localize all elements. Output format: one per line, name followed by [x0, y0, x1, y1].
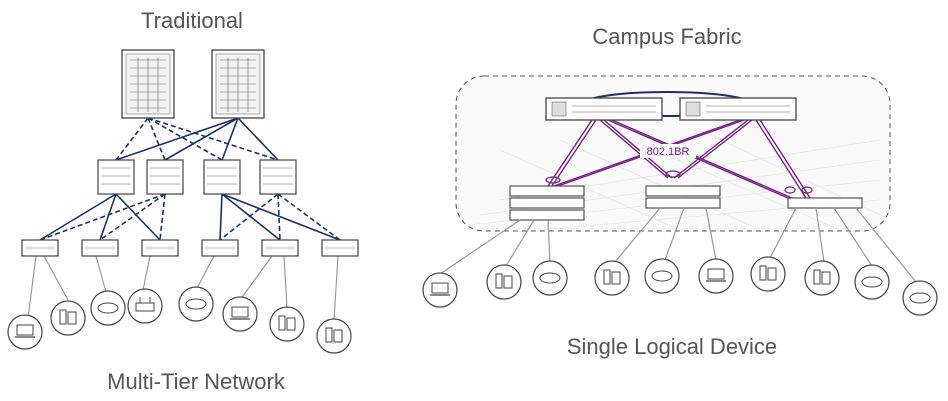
access-switch-2 — [81, 239, 119, 257]
access-switch-3 — [141, 239, 179, 257]
core-distribution-links — [115, 117, 279, 161]
campus-fabric-panel: Campus Fabric — [422, 24, 938, 359]
link-bundle-markers — [545, 170, 813, 194]
laptop-icon — [7, 314, 43, 350]
traditional-title: Traditional — [141, 8, 243, 33]
access-point-icon — [902, 280, 938, 316]
phone-icon — [269, 306, 305, 342]
laptop-icon — [422, 272, 458, 308]
campus-fabric-title: Campus Fabric — [592, 24, 741, 49]
phone-icon — [316, 318, 352, 354]
fabric-endpoint-links — [439, 207, 917, 283]
access-point-icon — [178, 286, 214, 322]
phone-icon — [50, 300, 86, 336]
access-switch-6 — [321, 239, 359, 257]
access-switch-1 — [21, 239, 59, 257]
core-switch-1 — [121, 49, 175, 119]
fabric-access-stack-3 — [787, 197, 863, 209]
campus-fabric-subtitle: Single Logical Device — [567, 334, 777, 359]
core-switch-2 — [211, 49, 265, 119]
fabric-core-switch-2 — [679, 97, 797, 121]
phone-icon — [750, 256, 786, 292]
distribution-switch-1 — [97, 159, 135, 195]
access-point-icon — [532, 260, 568, 296]
fabric-access-stack-2 — [645, 185, 721, 209]
access-endpoint-links — [27, 255, 339, 321]
distribution-switch-4 — [259, 159, 297, 195]
traditional-subtitle: Multi-Tier Network — [107, 369, 286, 394]
laptop-icon — [222, 296, 258, 332]
fabric-core-switch-1 — [545, 97, 663, 121]
phone-icon — [804, 260, 840, 296]
phone-icon — [486, 264, 522, 300]
fabric-access-stack-1 — [509, 185, 585, 221]
link-label: 802.1BR — [647, 146, 690, 158]
access-point-icon — [854, 264, 890, 300]
laptop-icon — [698, 258, 734, 294]
access-switch-5 — [261, 239, 299, 257]
traditional-panel: Traditional — [7, 8, 359, 394]
phone-icon — [594, 260, 630, 296]
distribution-switch-2 — [146, 159, 184, 195]
access-point-icon — [644, 258, 680, 294]
distribution-access-links — [39, 193, 341, 241]
access-point-icon — [90, 290, 126, 326]
router-icon — [127, 288, 163, 324]
distribution-switch-3 — [203, 159, 241, 195]
access-switch-4 — [201, 239, 239, 257]
link-label-bg — [640, 144, 696, 158]
